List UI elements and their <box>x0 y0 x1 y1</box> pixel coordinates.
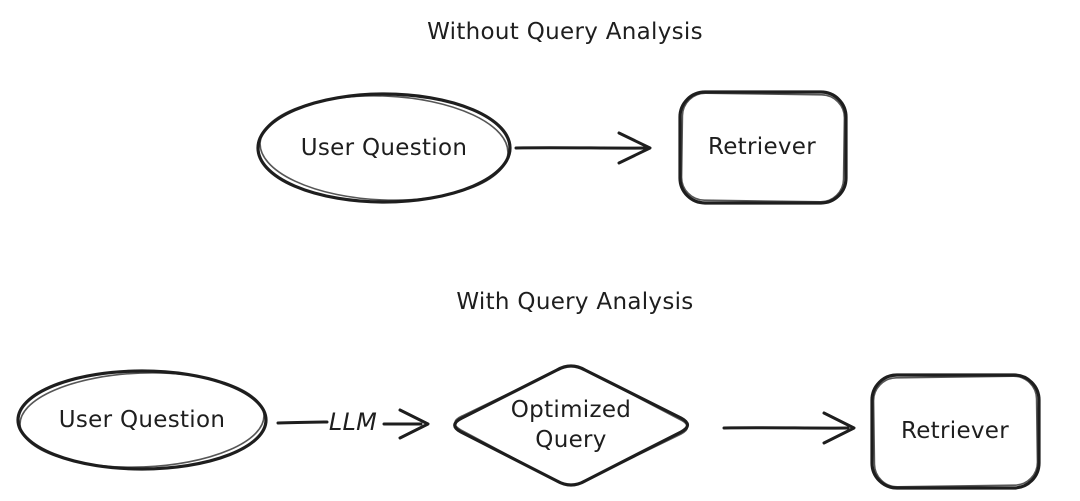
retriever-box <box>678 90 848 205</box>
arrow-head-icon <box>398 408 430 440</box>
user-question-ellipse-sketch-stroke <box>259 94 509 202</box>
llm-edge-line <box>276 420 329 425</box>
user-question-label: User Question <box>58 407 226 433</box>
arrow-head-icon <box>617 131 652 165</box>
retriever-box <box>870 373 1041 490</box>
arrow-head-icon <box>822 411 856 445</box>
user-question-ellipse-sketch-stroke <box>19 372 265 468</box>
flow-without-query-analysis <box>256 90 848 205</box>
optimized-query-label-line2: Query <box>535 427 607 453</box>
retriever-label: Retriever <box>707 134 817 160</box>
optimized-query-diamond-sketch-stroke <box>453 365 689 486</box>
user-question-label: User Question <box>300 135 468 161</box>
flow-with-query-analysis <box>16 364 1041 490</box>
user-question-ellipse <box>16 369 268 471</box>
retriever-label: Retriever <box>900 418 1010 444</box>
retriever-box-sketch-stroke <box>872 375 1039 488</box>
section-title-with-query-analysis: With Query Analysis <box>456 289 694 315</box>
llm-edge-label: LLM <box>328 408 378 436</box>
section-title-without-query-analysis: Without Query Analysis <box>427 19 703 45</box>
optimized-query-label: Optimized Query <box>511 395 631 455</box>
optimized-query-label-line1: Optimized <box>510 397 632 423</box>
retriever-box-sketch-stroke <box>680 92 846 203</box>
user-question-ellipse <box>256 92 512 204</box>
